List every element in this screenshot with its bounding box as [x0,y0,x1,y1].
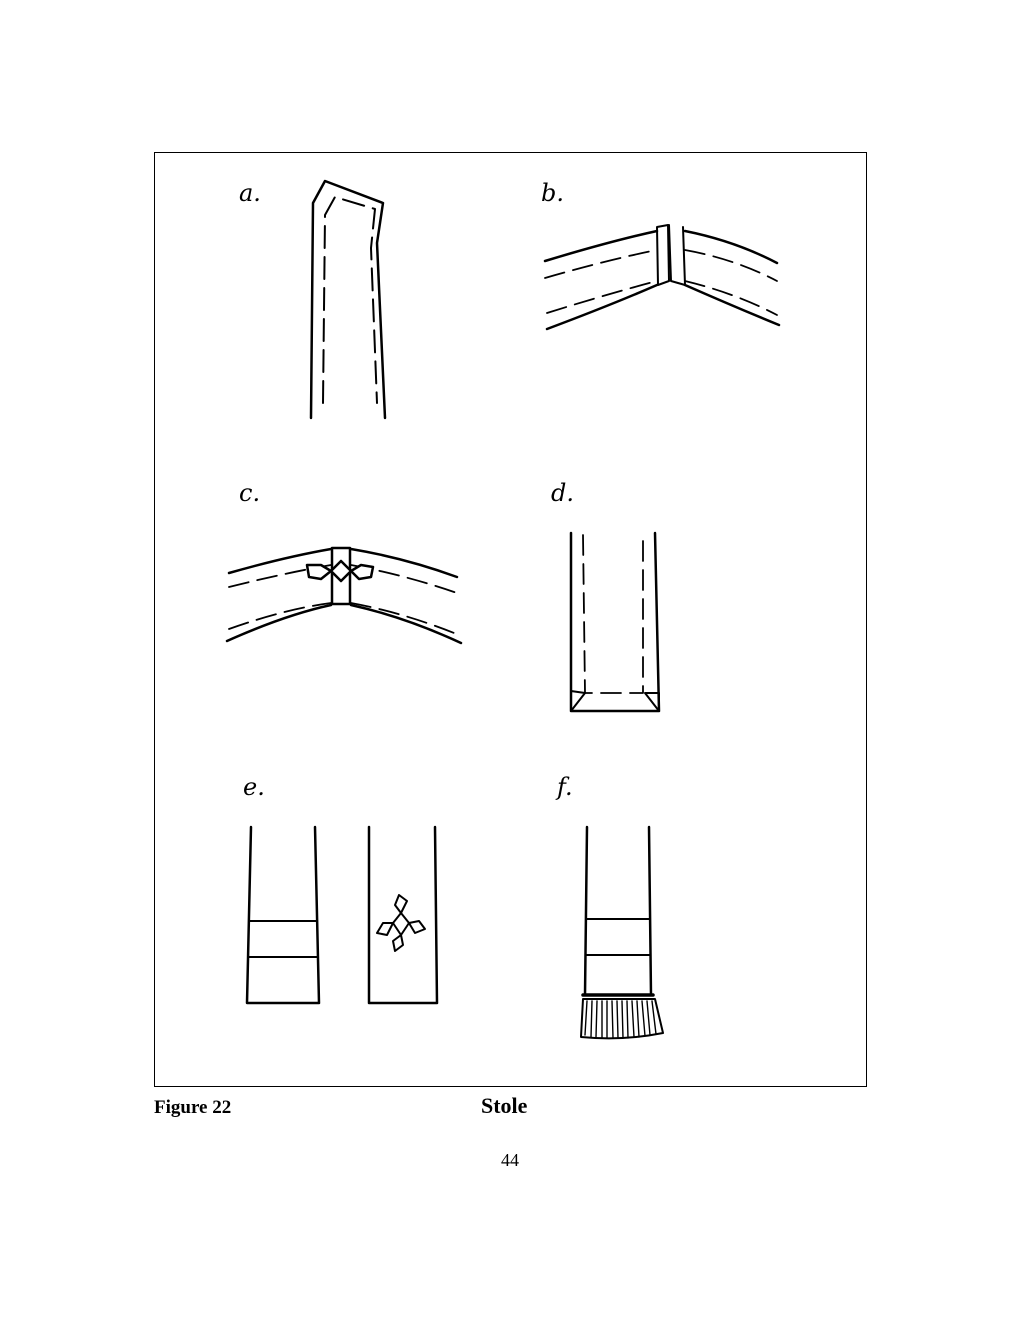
panel-c-drawing: c. [225,479,463,645]
stole-illustration: a. b. c. [225,179,781,1040]
panel-d-label: d. [551,479,574,507]
panel-e-label: e. [243,773,265,801]
page-number: 44 [501,1150,519,1170]
panel-a-drawing: a. [239,179,387,420]
panel-d-drawing: d. [551,479,661,713]
figure-title: Stole [481,1093,528,1118]
fringe [584,1000,657,1039]
panel-b-label: b. [541,179,564,207]
panel-b-drawing: b. [541,179,781,331]
panel-e-drawing: e. [243,773,439,1005]
figure-caption: Figure 22 [154,1097,232,1118]
panel-a-label: a. [239,179,261,207]
figure-frame: a. b. c. [154,152,867,1087]
panel-c-label: c. [239,479,260,507]
panel-f-label: f. [555,773,573,801]
panel-f-drawing: f. [555,773,664,1040]
